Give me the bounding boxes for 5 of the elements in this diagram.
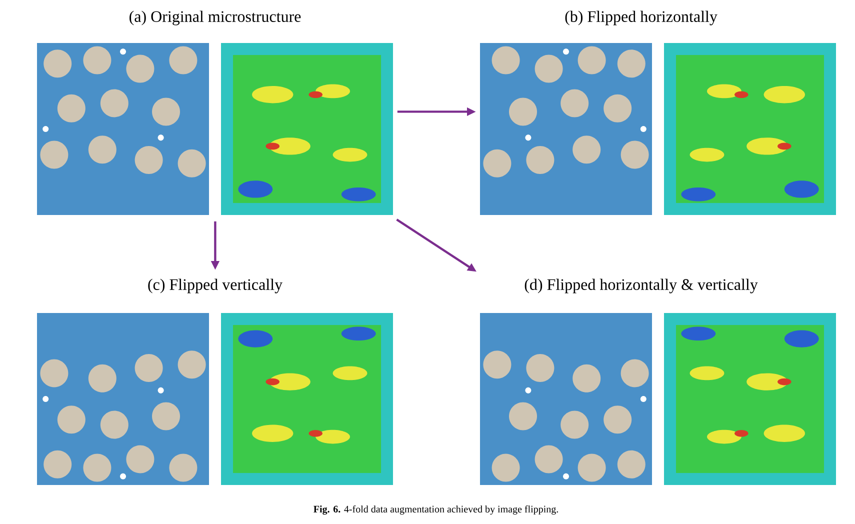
caption: Fig. 6. 4-fold data augmentation achieved by image flipping.	[314, 505, 558, 515]
panel-heading: (c) Flipped vertically	[148, 278, 282, 294]
panel-heading: (d) Flipped horizontally & vertically	[524, 278, 758, 294]
panel-heading: (a) Original microstructure	[130, 10, 301, 26]
panel-heading: (b) Flipped horizontally	[565, 10, 718, 26]
